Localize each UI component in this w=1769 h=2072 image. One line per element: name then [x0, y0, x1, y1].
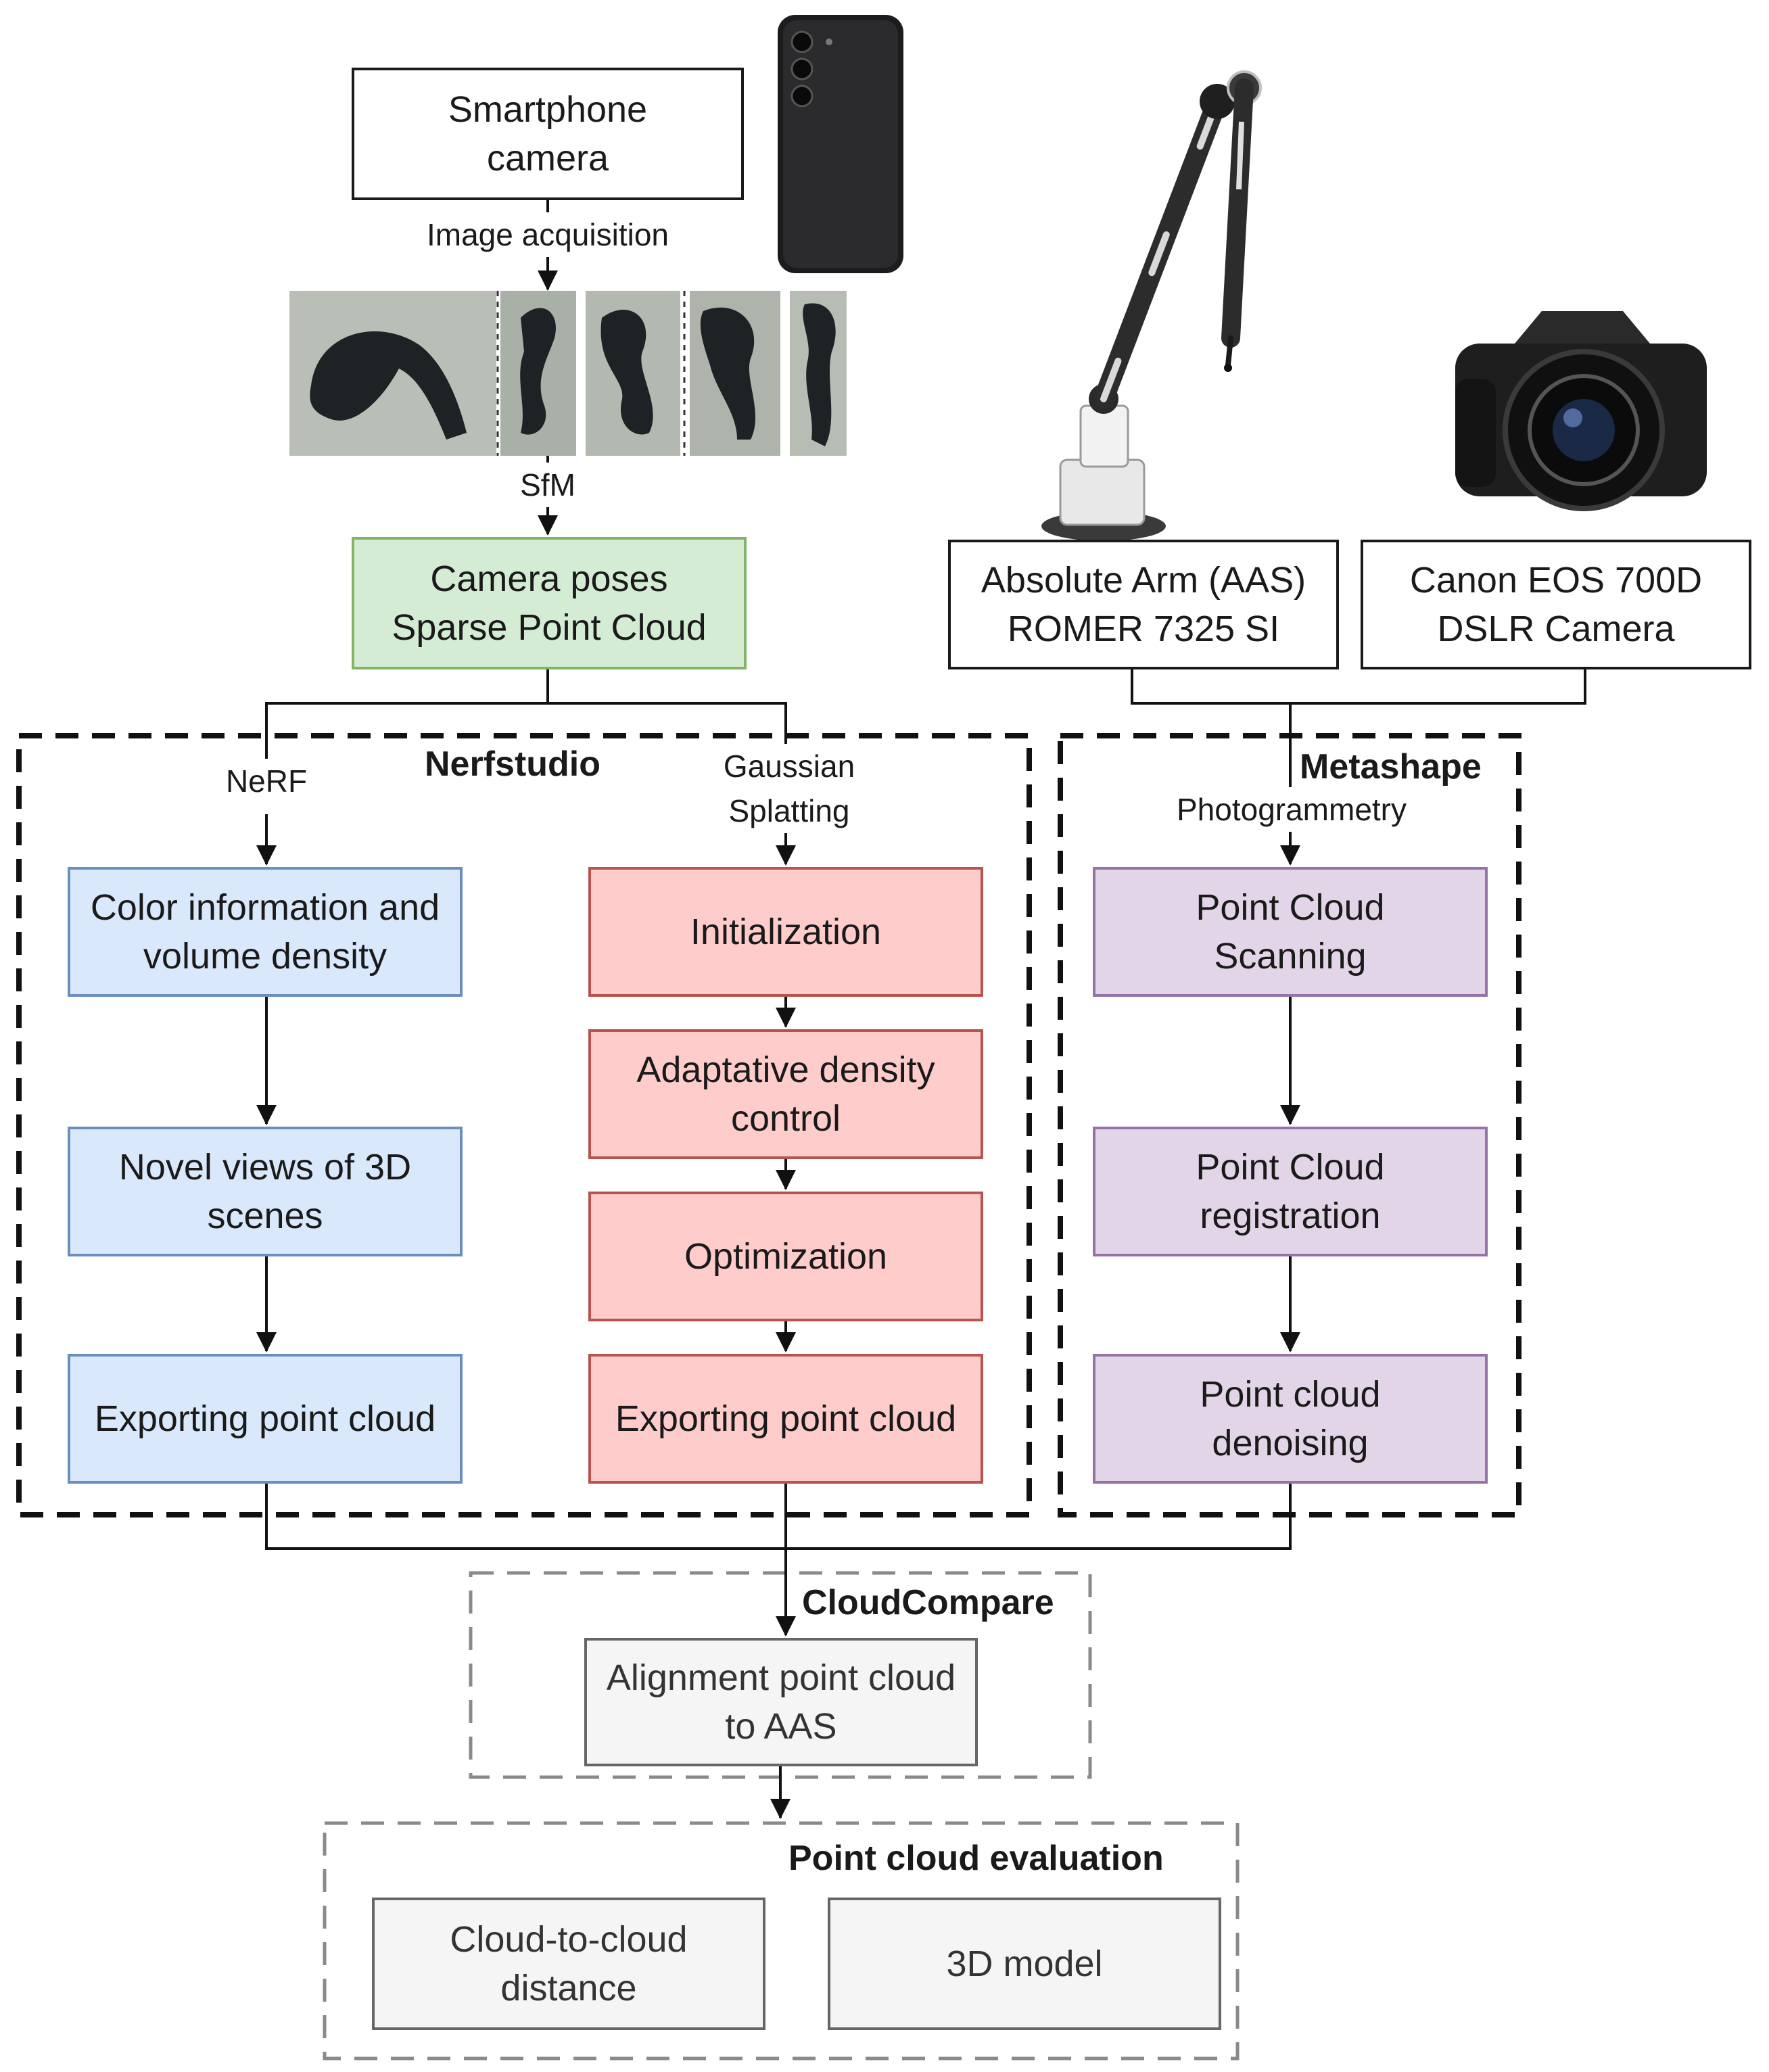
edge-label-photogrammetry: Photogrammetry — [1150, 787, 1434, 832]
metashape-step-1: Point Cloud Scanning — [1093, 867, 1488, 997]
nerf-step-3: Exporting point cloud — [68, 1354, 463, 1484]
gs-step-3: Optimization — [588, 1192, 983, 1321]
edge-label-sfm: SfM — [500, 463, 595, 507]
alignment-box: Alignment point cloud to AAS — [584, 1638, 978, 1766]
nerf-step-2: Novel views of 3D scenes — [68, 1127, 463, 1256]
nerf-step-1: Color information and volume density — [68, 867, 463, 997]
gs-step-1: Initialization — [588, 867, 983, 997]
gs-step-4: Exporting point cloud — [588, 1354, 983, 1484]
edge-label-image-acquisition: Image acquisition — [385, 212, 710, 257]
smartphone-camera-box: Smartphone camera — [352, 68, 744, 200]
connector-camera-poses-split — [265, 669, 549, 759]
cloudcompare-title: CloudCompare — [802, 1582, 1054, 1623]
evaluation-group-frame — [323, 1821, 1240, 2061]
connector-outputs-merge — [265, 1484, 1292, 1550]
captured-images-icon — [289, 291, 847, 456]
edge-label-nerf: NeRF — [192, 759, 341, 803]
smartphone-icon — [778, 15, 903, 273]
camera-poses-box: Camera poses Sparse Point Cloud — [352, 537, 747, 669]
connector-camera-poses-gaussian — [548, 702, 787, 752]
gs-step-2: Adaptative density control — [588, 1029, 983, 1159]
dslr-camera-icon — [1455, 311, 1707, 511]
metashape-title: Metashape — [1300, 747, 1482, 787]
metashape-step-2: Point Cloud registration — [1093, 1127, 1488, 1256]
measuring-arm-icon — [1041, 70, 1262, 541]
cloud-to-cloud-distance-box: Cloud-to-cloud distance — [372, 1898, 765, 2030]
absolute-arm-box: Absolute Arm (AAS) ROMER 7325 SI — [948, 540, 1339, 669]
nerfstudio-group-frame — [16, 733, 1032, 1517]
connector-devices-merge — [1131, 669, 1586, 705]
edge-label-gaussian: Gaussian Splatting — [691, 744, 887, 833]
metashape-step-3: Point cloud denoising — [1093, 1354, 1488, 1484]
evaluation-title: Point cloud evaluation — [788, 1838, 1164, 1879]
nerfstudio-title: Nerfstudio — [425, 744, 600, 784]
3d-model-box: 3D model — [828, 1898, 1221, 2030]
dslr-camera-box: Canon EOS 700D DSLR Camera — [1361, 540, 1751, 669]
